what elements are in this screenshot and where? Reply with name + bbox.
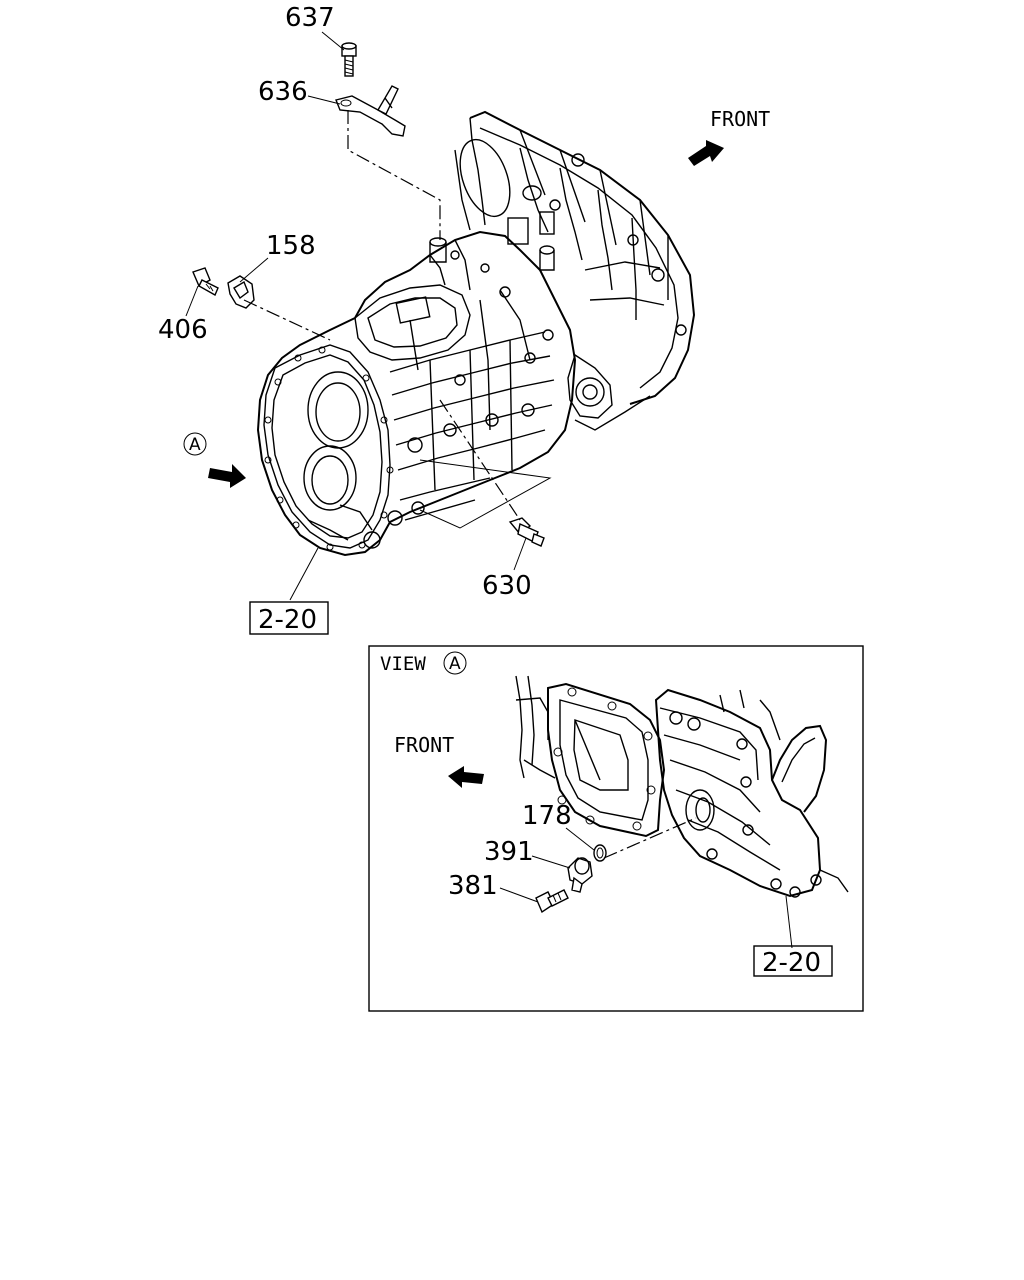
bracket-636 (335, 85, 406, 137)
leader-391 (531, 855, 571, 869)
leader-158-dashed (243, 299, 331, 341)
bolt-381 (535, 889, 569, 914)
view-marker-circle (183, 432, 207, 456)
bolt-406 (192, 267, 219, 296)
ref-box-view-a-label: 2-20 (762, 948, 821, 978)
view-a-arrow-icon (208, 464, 246, 488)
front-label-main: FRONT (710, 107, 770, 131)
leader-178 (565, 827, 595, 851)
ref-box-main-label: 2-20 (258, 605, 317, 635)
leader-630-dashed (439, 399, 521, 521)
callout-637: 637 (285, 3, 335, 33)
view-a-title-letter: A (449, 654, 461, 674)
transmission-case (256, 230, 577, 557)
callout-391: 391 (484, 837, 534, 867)
callout-381: 381 (448, 871, 498, 901)
ref-box-main (249, 601, 329, 635)
sensor-630 (508, 517, 545, 547)
callout-178: 178 (522, 801, 572, 831)
view-a-housing (515, 675, 849, 898)
view-a-title: VIEW (380, 653, 426, 675)
view-a-panel: VIEW A FRONT (368, 645, 864, 1012)
sensor-391 (567, 857, 593, 893)
view-marker-letter: A (189, 435, 201, 455)
leader-630 (513, 537, 527, 571)
leader-637 (321, 31, 345, 51)
callout-630: 630 (482, 571, 532, 601)
view-a-front-arrow-icon (448, 766, 484, 788)
leader-158 (239, 257, 269, 283)
bolt-637 (341, 42, 357, 77)
front-label-view-a: FRONT (394, 733, 454, 757)
clip-158 (227, 275, 255, 309)
leader-636 (307, 95, 341, 105)
bell-housing (454, 110, 696, 431)
oring-178 (593, 844, 607, 862)
leader-ref-main (289, 547, 319, 601)
view-a-leader-dashed (603, 817, 697, 859)
view-a-title-circle (443, 651, 467, 675)
leader-406 (185, 285, 199, 317)
leader-ref-view-a (785, 895, 793, 949)
callout-636: 636 (258, 77, 308, 107)
ref-box-view-a (753, 945, 833, 977)
callout-158: 158 (266, 231, 316, 261)
leader-636-dashed (347, 110, 441, 240)
view-a-frame (368, 645, 864, 1012)
leader-381 (499, 887, 539, 903)
transmission-assembly (183, 31, 724, 601)
callout-406: 406 (158, 315, 208, 345)
front-arrow-icon (688, 140, 724, 166)
